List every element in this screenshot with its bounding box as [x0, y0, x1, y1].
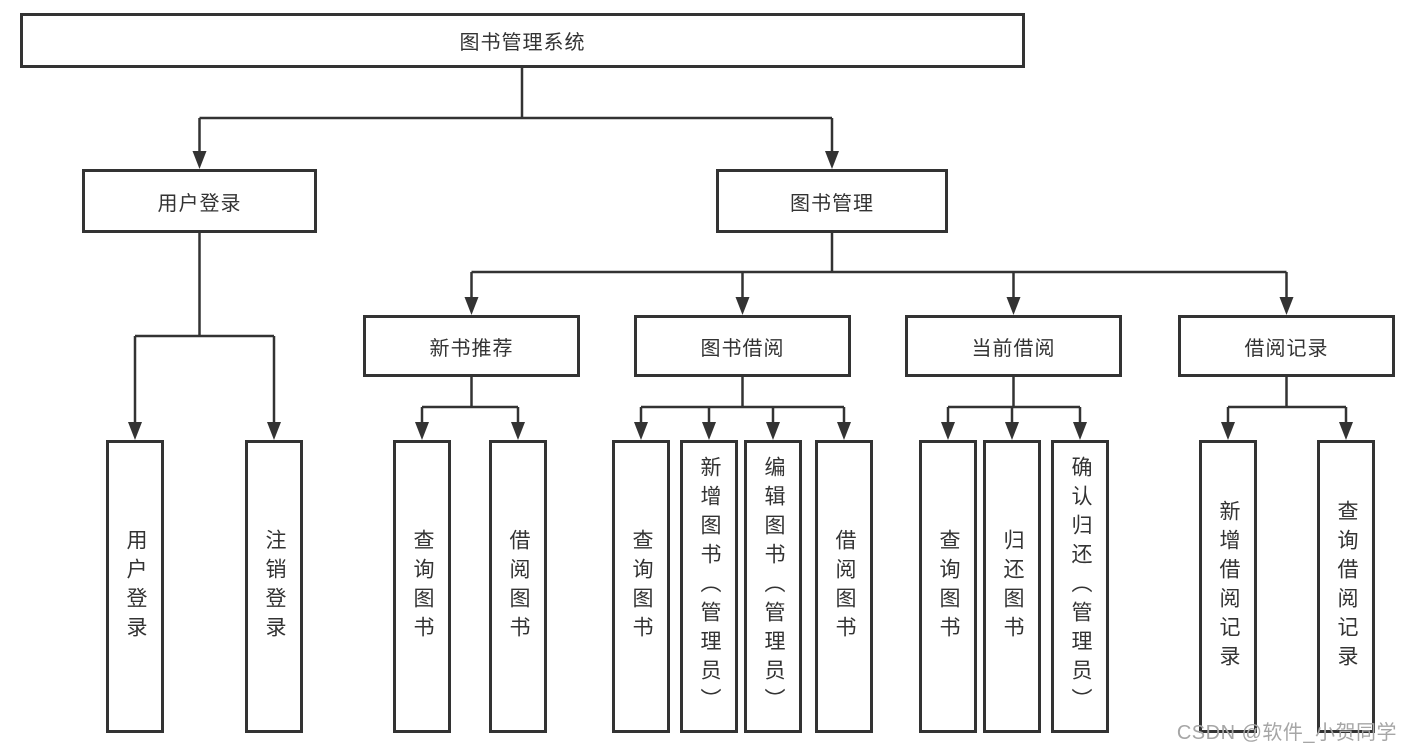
node-label: 用户登录	[157, 192, 242, 215]
leaf-label: 新增借阅记录	[1217, 499, 1240, 674]
leaf-label: 借阅图书	[833, 528, 856, 645]
node-label: 新书推荐	[429, 337, 514, 360]
node-new-book-recommendation: 新书推荐	[363, 315, 580, 377]
arrowheads	[128, 151, 1353, 440]
leaf-edit-book-admin: 编辑图书（管理员）	[744, 440, 802, 733]
node-book-borrowing: 图书借阅	[634, 315, 851, 377]
leaf-logout: 注销登录	[245, 440, 303, 733]
node-label: 图书借阅	[700, 337, 785, 360]
node-book-management: 图书管理	[716, 169, 948, 233]
leaf-query-borrow-record: 查询借阅记录	[1317, 440, 1375, 733]
leaf-query-books-borrowing: 查询图书	[612, 440, 670, 733]
leaf-label: 注销登录	[263, 528, 286, 645]
leaf-label: 归还图书	[1001, 528, 1024, 645]
leaf-query-books-newbook: 查询图书	[393, 440, 451, 733]
leaf-label: 查询借阅记录	[1335, 499, 1358, 674]
node-current-borrowing: 当前借阅	[905, 315, 1122, 377]
leaf-label: 查询图书	[937, 528, 960, 645]
leaf-label: 借阅图书	[507, 528, 530, 645]
leaf-confirm-return-admin: 确认归还（管理员）	[1051, 440, 1109, 733]
leaf-label: 查询图书	[411, 528, 434, 645]
leaf-borrow-books-borrowing: 借阅图书	[815, 440, 873, 733]
node-borrowing-records: 借阅记录	[1178, 315, 1395, 377]
leaf-label: 查询图书	[630, 528, 653, 645]
leaf-return-books: 归还图书	[983, 440, 1041, 733]
leaf-add-borrow-record: 新增借阅记录	[1199, 440, 1257, 733]
node-label: 借阅记录	[1244, 337, 1329, 360]
leaf-label: 确认归还（管理员）	[1069, 456, 1092, 717]
leaf-borrow-books-newbook: 借阅图书	[489, 440, 547, 733]
leaf-user-login: 用户登录	[106, 440, 164, 733]
node-user-login-group: 用户登录	[82, 169, 317, 233]
node-library-management-system: 图书管理系统	[20, 13, 1025, 68]
node-label: 当前借阅	[971, 337, 1056, 360]
leaf-query-books-current: 查询图书	[919, 440, 977, 733]
leaf-label: 编辑图书（管理员）	[762, 456, 785, 717]
node-label: 图书管理	[790, 192, 874, 215]
leaf-add-book-admin: 新增图书（管理员）	[680, 440, 738, 733]
csdn-watermark: CSDN @软件_小贺同学	[1176, 722, 1397, 744]
leaf-label: 新增图书（管理员）	[698, 456, 721, 717]
node-label: 图书管理系统	[459, 32, 586, 54]
leaf-label: 用户登录	[124, 528, 147, 645]
